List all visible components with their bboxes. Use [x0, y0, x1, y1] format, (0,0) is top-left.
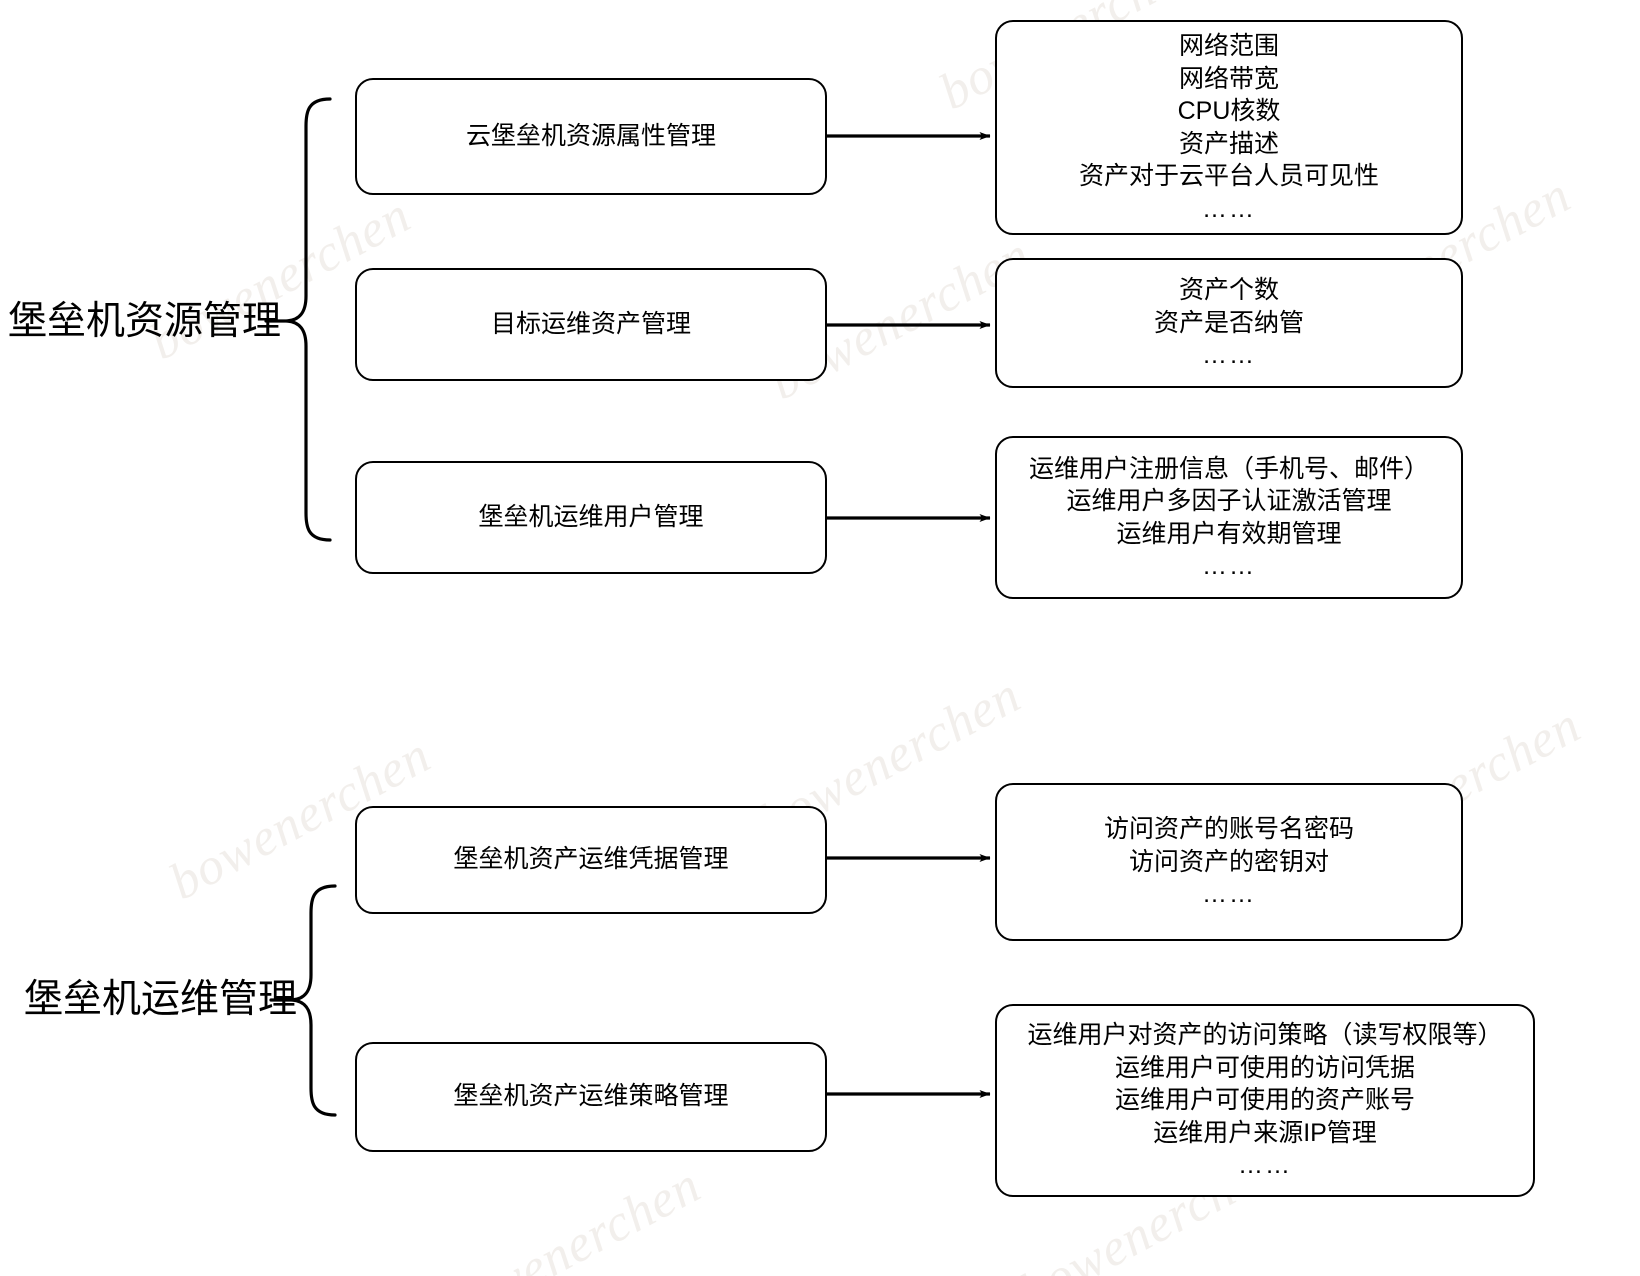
- detail-line: CPU核数: [1177, 97, 1281, 125]
- node-label: 目标运维资产管理: [490, 309, 691, 338]
- node-label: 堡垒机运维用户管理: [478, 502, 704, 531]
- detail-line: 运维用户来源IP管理: [1153, 1118, 1377, 1147]
- detail-asset-ops-credential[interactable]: 访问资产的账号名密码 访问资产的密钥对 ……: [995, 783, 1463, 941]
- brace-ops-management: [290, 884, 337, 1117]
- detail-line: 访问资产的密钥对: [1128, 847, 1329, 876]
- node-cloud-bastion-resource-attr[interactable]: 云堡垒机资源属性管理: [355, 78, 827, 195]
- detail-line-ellipsis: ……: [1238, 1151, 1292, 1180]
- detail-line: 运维用户对资产的访问策略（读写权限等）: [1027, 1021, 1503, 1050]
- node-label: 堡垒机资产运维策略管理: [453, 1082, 729, 1111]
- group-label-ops-management: 堡垒机运维管理: [24, 978, 298, 1021]
- node-asset-ops-policy[interactable]: 堡垒机资产运维策略管理: [355, 1042, 827, 1152]
- detail-line-ellipsis: ……: [1202, 880, 1256, 909]
- detail-line: 网络带宽: [1178, 64, 1279, 93]
- node-bastion-ops-user[interactable]: 堡垒机运维用户管理: [355, 461, 827, 574]
- group-label-resource-management: 堡垒机资源管理: [8, 300, 282, 343]
- detail-line: 运维用户有效期管理: [1116, 519, 1342, 548]
- detail-line: 运维用户可使用的资产账号: [1114, 1086, 1415, 1115]
- detail-line: 资产描述: [1178, 129, 1279, 158]
- node-asset-ops-credential[interactable]: 堡垒机资产运维凭据管理: [355, 806, 827, 914]
- detail-line: 网络范围: [1178, 32, 1279, 60]
- node-label: 云堡垒机资源属性管理: [465, 121, 716, 150]
- detail-line: 资产是否纳管: [1153, 308, 1304, 337]
- detail-cloud-bastion-resource-attr[interactable]: 网络范围 网络带宽 CPU核数 资产描述 资产对于云平台人员可见性 ……: [995, 20, 1463, 235]
- detail-line: 访问资产的账号名密码: [1103, 815, 1354, 844]
- brace-resource-management: [285, 97, 332, 542]
- detail-line-ellipsis: ……: [1202, 194, 1256, 223]
- detail-asset-ops-policy[interactable]: 运维用户对资产的访问策略（读写权限等） 运维用户可使用的访问凭据 运维用户可使用…: [995, 1004, 1535, 1197]
- node-target-ops-asset[interactable]: 目标运维资产管理: [355, 268, 827, 381]
- detail-target-ops-asset[interactable]: 资产个数 资产是否纳管 ……: [995, 258, 1463, 388]
- detail-line-ellipsis: ……: [1202, 341, 1256, 370]
- detail-line-ellipsis: ……: [1202, 552, 1256, 580]
- detail-line: 资产对于云平台人员可见性: [1078, 162, 1379, 190]
- detail-line: 运维用户可使用的访问凭据: [1114, 1053, 1415, 1082]
- node-label: 堡垒机资产运维凭据管理: [453, 845, 729, 874]
- detail-line: 资产个数: [1178, 276, 1279, 305]
- detail-line: 运维用户注册信息（手机号、邮件）: [1028, 454, 1429, 483]
- detail-bastion-ops-user[interactable]: 运维用户注册信息（手机号、邮件） 运维用户多因子认证激活管理 运维用户有效期管理…: [995, 436, 1463, 599]
- detail-line: 运维用户多因子认证激活管理: [1066, 487, 1392, 515]
